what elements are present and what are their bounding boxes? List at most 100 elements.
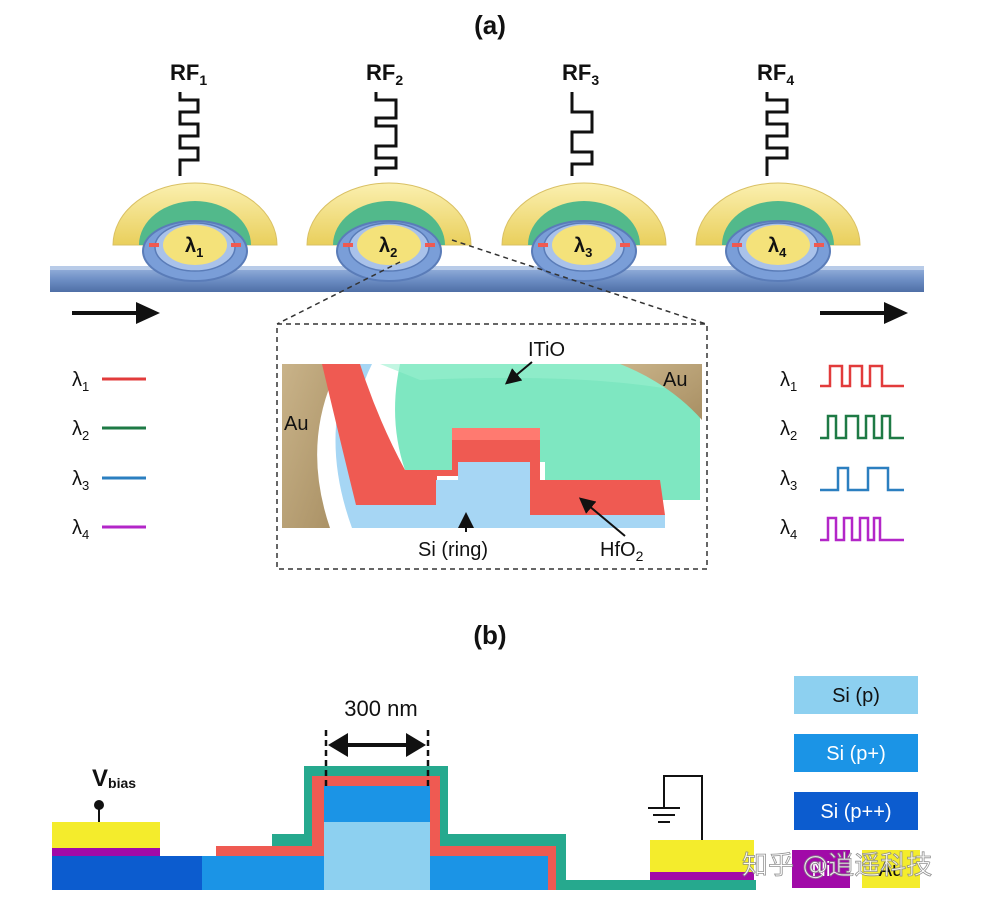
ring-modulator-3: λ3	[501, 182, 667, 282]
output-legend-item-2: λ2	[780, 414, 904, 443]
cross-section-inset: ITiO Au Au Si (ring) HfO2	[276, 323, 708, 570]
svg-text:RF3: RF3	[562, 60, 599, 88]
panel-a-label: (a)	[474, 10, 506, 40]
output-legend-item-3: λ3	[780, 466, 904, 493]
rf-3-waveform	[570, 92, 594, 176]
device-cross-section: Vbias 300 nm	[52, 696, 756, 890]
inset-itio-pointer	[504, 361, 533, 385]
rf-4-waveform	[765, 92, 789, 176]
rib-si-p-plus	[324, 786, 430, 822]
svg-text:Au: Au	[879, 859, 903, 881]
ring-2-lambda-sub: 2	[390, 245, 397, 260]
input-legend-item-1: λ1	[72, 369, 146, 394]
inset-au-right-label: Au	[663, 369, 687, 391]
svg-text:λ2: λ2	[780, 418, 797, 443]
rf-1-waveform	[178, 92, 200, 176]
svg-text:λ1: λ1	[185, 235, 203, 260]
inset-zoom-line-left	[276, 261, 401, 325]
rf-1-name: RF	[170, 60, 199, 85]
input-legend-item-2: λ2	[72, 418, 146, 443]
si-p-plus-slab-left	[202, 856, 326, 890]
input-wavelength-legend: λ1 λ2 λ3 λ4	[72, 369, 146, 542]
rf-2-waveform	[374, 92, 398, 176]
ring-4-lambda: λ	[768, 235, 779, 257]
ring-3-lambda: λ	[574, 235, 585, 257]
svg-text:RF1: RF1	[170, 60, 207, 88]
output-arrow	[820, 302, 908, 324]
rf-4-sub: 4	[786, 72, 794, 88]
input-legend-item-4: λ4	[72, 517, 146, 542]
vbias-sub: bias	[108, 775, 136, 791]
ground-icon	[648, 807, 680, 823]
ring-modulator-1: λ1	[112, 182, 278, 282]
rf-3-name: RF	[562, 60, 591, 85]
ground-wire	[663, 775, 703, 840]
svg-text:λ3: λ3	[780, 468, 797, 493]
ring-2-lambda: λ	[379, 235, 390, 257]
legend-si-p: Si (p)	[794, 676, 918, 714]
ring-4-lambda-sub: 4	[779, 245, 787, 260]
dimension-label: 300 nm	[344, 696, 417, 721]
svg-text:Si (p): Si (p)	[832, 685, 880, 707]
ring-modulator-4: λ4	[695, 182, 861, 282]
right-ni-layer	[650, 872, 754, 880]
svg-text:HfO2: HfO2	[600, 539, 644, 564]
ring-modulator-2: λ2	[306, 182, 472, 282]
legend-ni: Ni	[792, 850, 850, 888]
rf-1-sub: 1	[199, 72, 207, 88]
vbias-label: V	[92, 765, 108, 792]
left-si-ppp-slab	[52, 856, 202, 890]
watermark: 知乎 @逍遥科技	[742, 851, 932, 881]
bus-waveguide-top-edge	[50, 266, 924, 270]
rf-3-sub: 3	[591, 72, 599, 88]
inset-si-ring	[436, 462, 530, 528]
output-legend-item-4: λ4	[780, 516, 904, 542]
inset-au-left-label: Au	[284, 413, 308, 435]
rf-input-4: RF4	[757, 60, 794, 176]
svg-text:Vbias: Vbias	[92, 765, 136, 792]
svg-text:Si (p++): Si (p++)	[820, 801, 891, 823]
rf-2-sub: 2	[395, 72, 403, 88]
inset-hfo2-sub: 2	[636, 548, 644, 564]
svg-text:λ3: λ3	[574, 235, 592, 260]
svg-text:λ1: λ1	[72, 369, 89, 394]
svg-text:λ4: λ4	[72, 517, 89, 542]
panel-b-label: (b)	[473, 620, 506, 650]
input-arrow	[72, 302, 160, 324]
inset-au-right	[620, 364, 702, 420]
left-au-pad	[52, 822, 160, 848]
rib-si-p	[324, 822, 430, 890]
svg-text:λ3: λ3	[72, 468, 89, 493]
inset-itio-label: ITiO	[528, 339, 565, 361]
svg-text:RF4: RF4	[757, 60, 794, 88]
inset-au-left	[282, 364, 340, 528]
svg-text:λ4: λ4	[768, 235, 787, 260]
rf-2-name: RF	[366, 60, 395, 85]
rf-input-3: RF3	[562, 60, 599, 176]
vbias-terminal	[94, 800, 104, 810]
ring-1-lambda-sub: 1	[196, 245, 203, 260]
svg-text:Ni: Ni	[812, 859, 831, 881]
legend-au: Au	[862, 850, 920, 888]
inset-si-ring-label: Si (ring)	[418, 539, 488, 561]
svg-text:λ2: λ2	[72, 418, 89, 443]
legend-si-p-plus: Si (p+)	[794, 734, 918, 772]
svg-text:λ4: λ4	[780, 517, 797, 542]
material-legend: Si (p) Si (p+) Si (p++) Ni Au	[792, 676, 920, 888]
rf-input-2: RF2	[366, 60, 403, 176]
svg-text:Si (p+): Si (p+)	[826, 743, 885, 765]
rf-4-name: RF	[757, 60, 786, 85]
inset-hfo2-label: HfO	[600, 539, 636, 561]
left-ni-layer	[52, 848, 160, 856]
output-wavelength-legend: λ1 λ2 λ3 λ4	[780, 364, 904, 542]
rf-input-1: RF1	[170, 60, 207, 176]
legend-si-p-plus-plus: Si (p++)	[794, 792, 918, 830]
inset-hfo2-pointer	[578, 497, 626, 537]
right-au-pad	[650, 840, 754, 872]
svg-text:λ2: λ2	[379, 235, 397, 260]
svg-text:λ1: λ1	[780, 369, 797, 394]
output-legend-item-1: λ1	[780, 364, 904, 394]
svg-text:RF2: RF2	[366, 60, 403, 88]
ring-3-lambda-sub: 3	[585, 245, 592, 260]
